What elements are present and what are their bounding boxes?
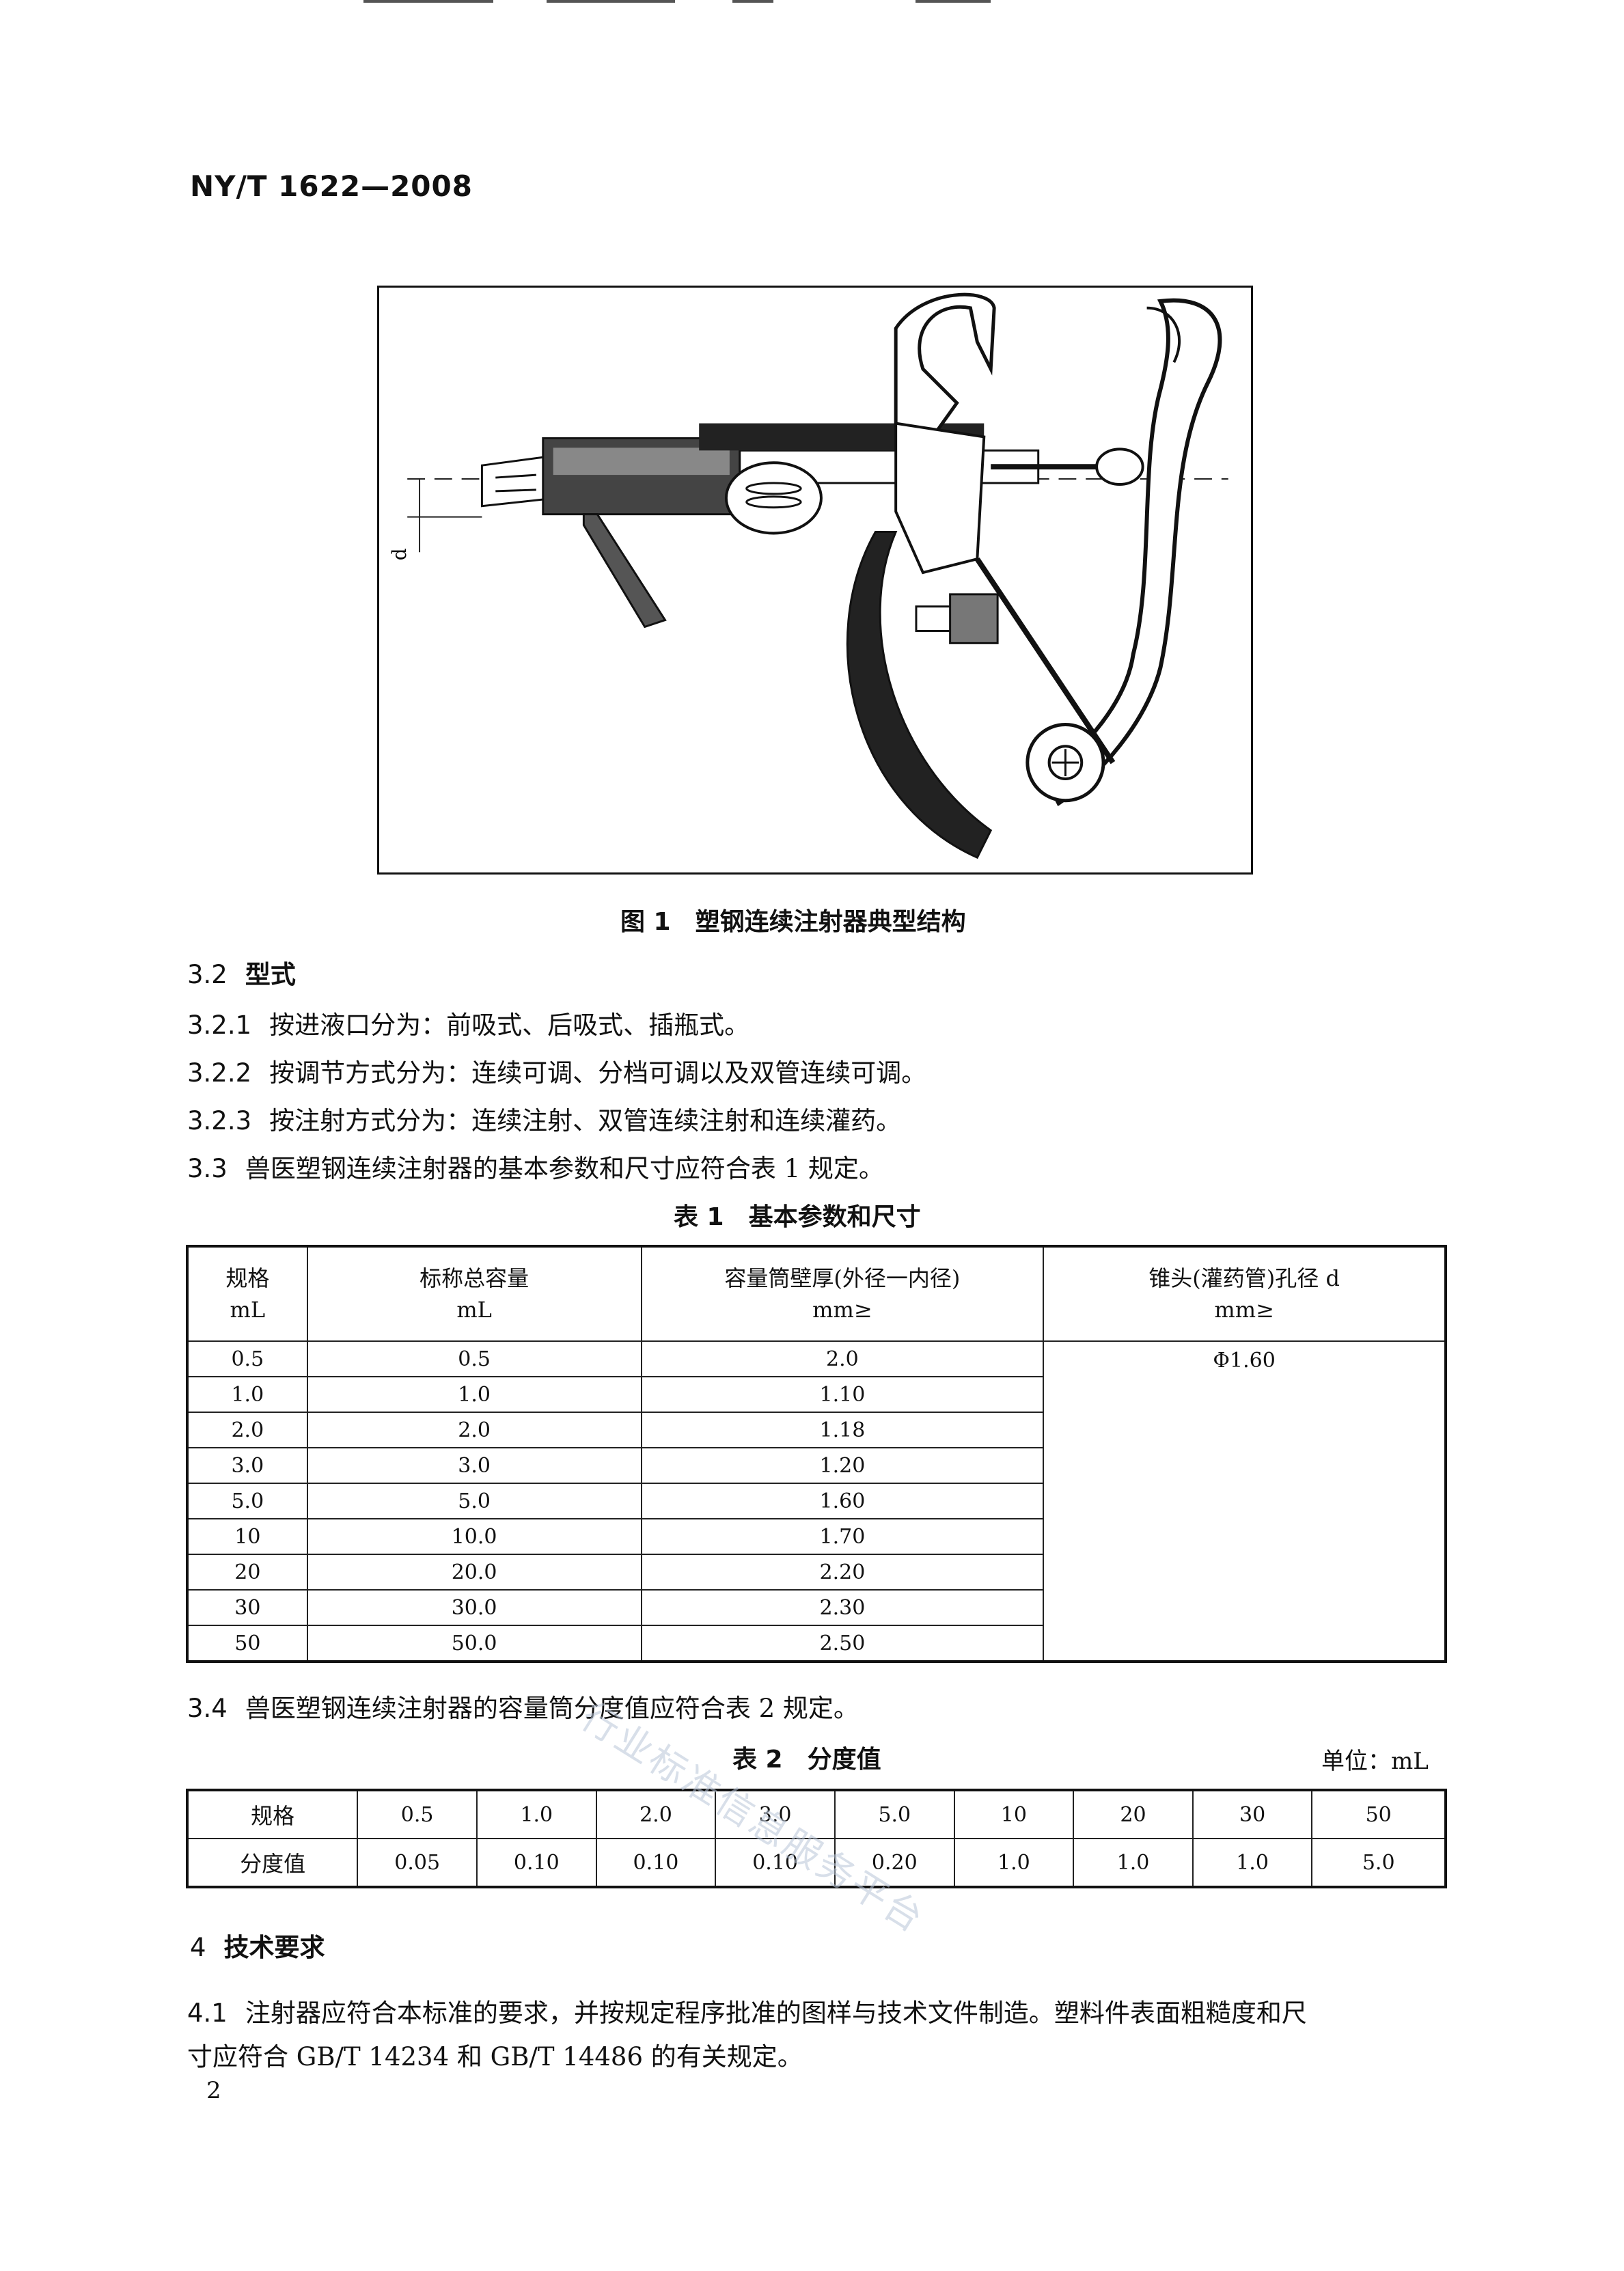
section-number: 3.2: [187, 960, 228, 989]
clause-text: 兽医塑钢连续注射器的基本参数和尺寸应符合表 1 规定。: [245, 1154, 884, 1183]
table2-unit: 单位：mL: [1321, 1748, 1429, 1775]
page-number: 2: [206, 2077, 221, 2104]
clause-number: 3.4: [187, 1694, 228, 1723]
top-rule-2: [547, 0, 675, 3]
nozzle-bore-value: Φ1.60: [1043, 1340, 1446, 1662]
figure1-caption: 图 1 塑钢连续注射器典型结构: [620, 908, 966, 936]
section-title: 技术要求: [223, 1933, 325, 1962]
row-label-graduation: 分度值: [186, 1838, 359, 1888]
syringe-drawing: d: [388, 292, 1228, 859]
section-3-2-heading: 3.2 型式: [187, 954, 296, 991]
clause-4-1-line1: 4.1 注射器应符合本标准的要求，并按规定程序批准的图样与技术文件制造。塑料件表面…: [187, 1992, 1307, 2029]
top-rule-3: [732, 0, 773, 3]
clause-number: 3.3: [187, 1154, 228, 1183]
clause-text: 按注射方式分为：连续注射、双管连续注射和连续灌药。: [269, 1106, 902, 1136]
clause-4-1-line2: 寸应符合 GB/T 14234 和 GB/T 14486 的有关规定。: [187, 2042, 803, 2072]
clause-text: 兽医塑钢连续注射器的容量筒分度值应符合表 2 规定。: [245, 1694, 859, 1723]
top-rule-4: [916, 0, 991, 3]
table1-caption: 表 1 基本参数和尺寸: [674, 1203, 921, 1231]
table2-caption: 表 2 分度值: [732, 1746, 881, 1774]
clause-number: 3.2.3: [187, 1106, 252, 1136]
clause-number: 4.1: [187, 1998, 228, 2028]
top-rule-1: [363, 0, 493, 3]
row-label-spec: 规格: [186, 1789, 359, 1839]
dimension-d-label: d: [388, 548, 411, 560]
clause-3-4: 3.4 兽医塑钢连续注射器的容量筒分度值应符合表 2 规定。: [187, 1688, 859, 1724]
clause-3-2-1: 3.2.1 按进液口分为：前吸式、后吸式、插瓶式。: [187, 1004, 749, 1041]
section-title: 型式: [245, 960, 296, 989]
clause-number: 3.2.1: [187, 1010, 252, 1040]
clause-text: 按进液口分为：前吸式、后吸式、插瓶式。: [269, 1010, 750, 1040]
clause-text: 按调节方式分为：连续可调、分档可调以及双管连续可调。: [269, 1058, 927, 1088]
section-number: 4: [190, 1933, 206, 1962]
clause-text: 注射器应符合本标准的要求，并按规定程序批准的图样与技术文件制造。塑料件表面粗糙度…: [245, 1998, 1307, 2028]
header-wall-thickness: 容量筒壁厚(外径一内径)mm≥: [640, 1245, 1045, 1342]
clause-3-2-3: 3.2.3 按注射方式分为：连续注射、双管连续注射和连续灌药。: [187, 1100, 901, 1137]
figure-syringe: d: [377, 286, 1253, 875]
clause-3-2-2: 3.2.2 按调节方式分为：连续可调、分档可调以及双管连续可调。: [187, 1052, 926, 1089]
clause-3-3: 3.3 兽医塑钢连续注射器的基本参数和尺寸应符合表 1 规定。: [187, 1148, 884, 1185]
clause-number: 3.2.2: [187, 1058, 252, 1088]
standard-code: NY/T 1622—2008: [190, 169, 473, 203]
section-4-heading: 4 技术要求: [190, 1927, 325, 1964]
